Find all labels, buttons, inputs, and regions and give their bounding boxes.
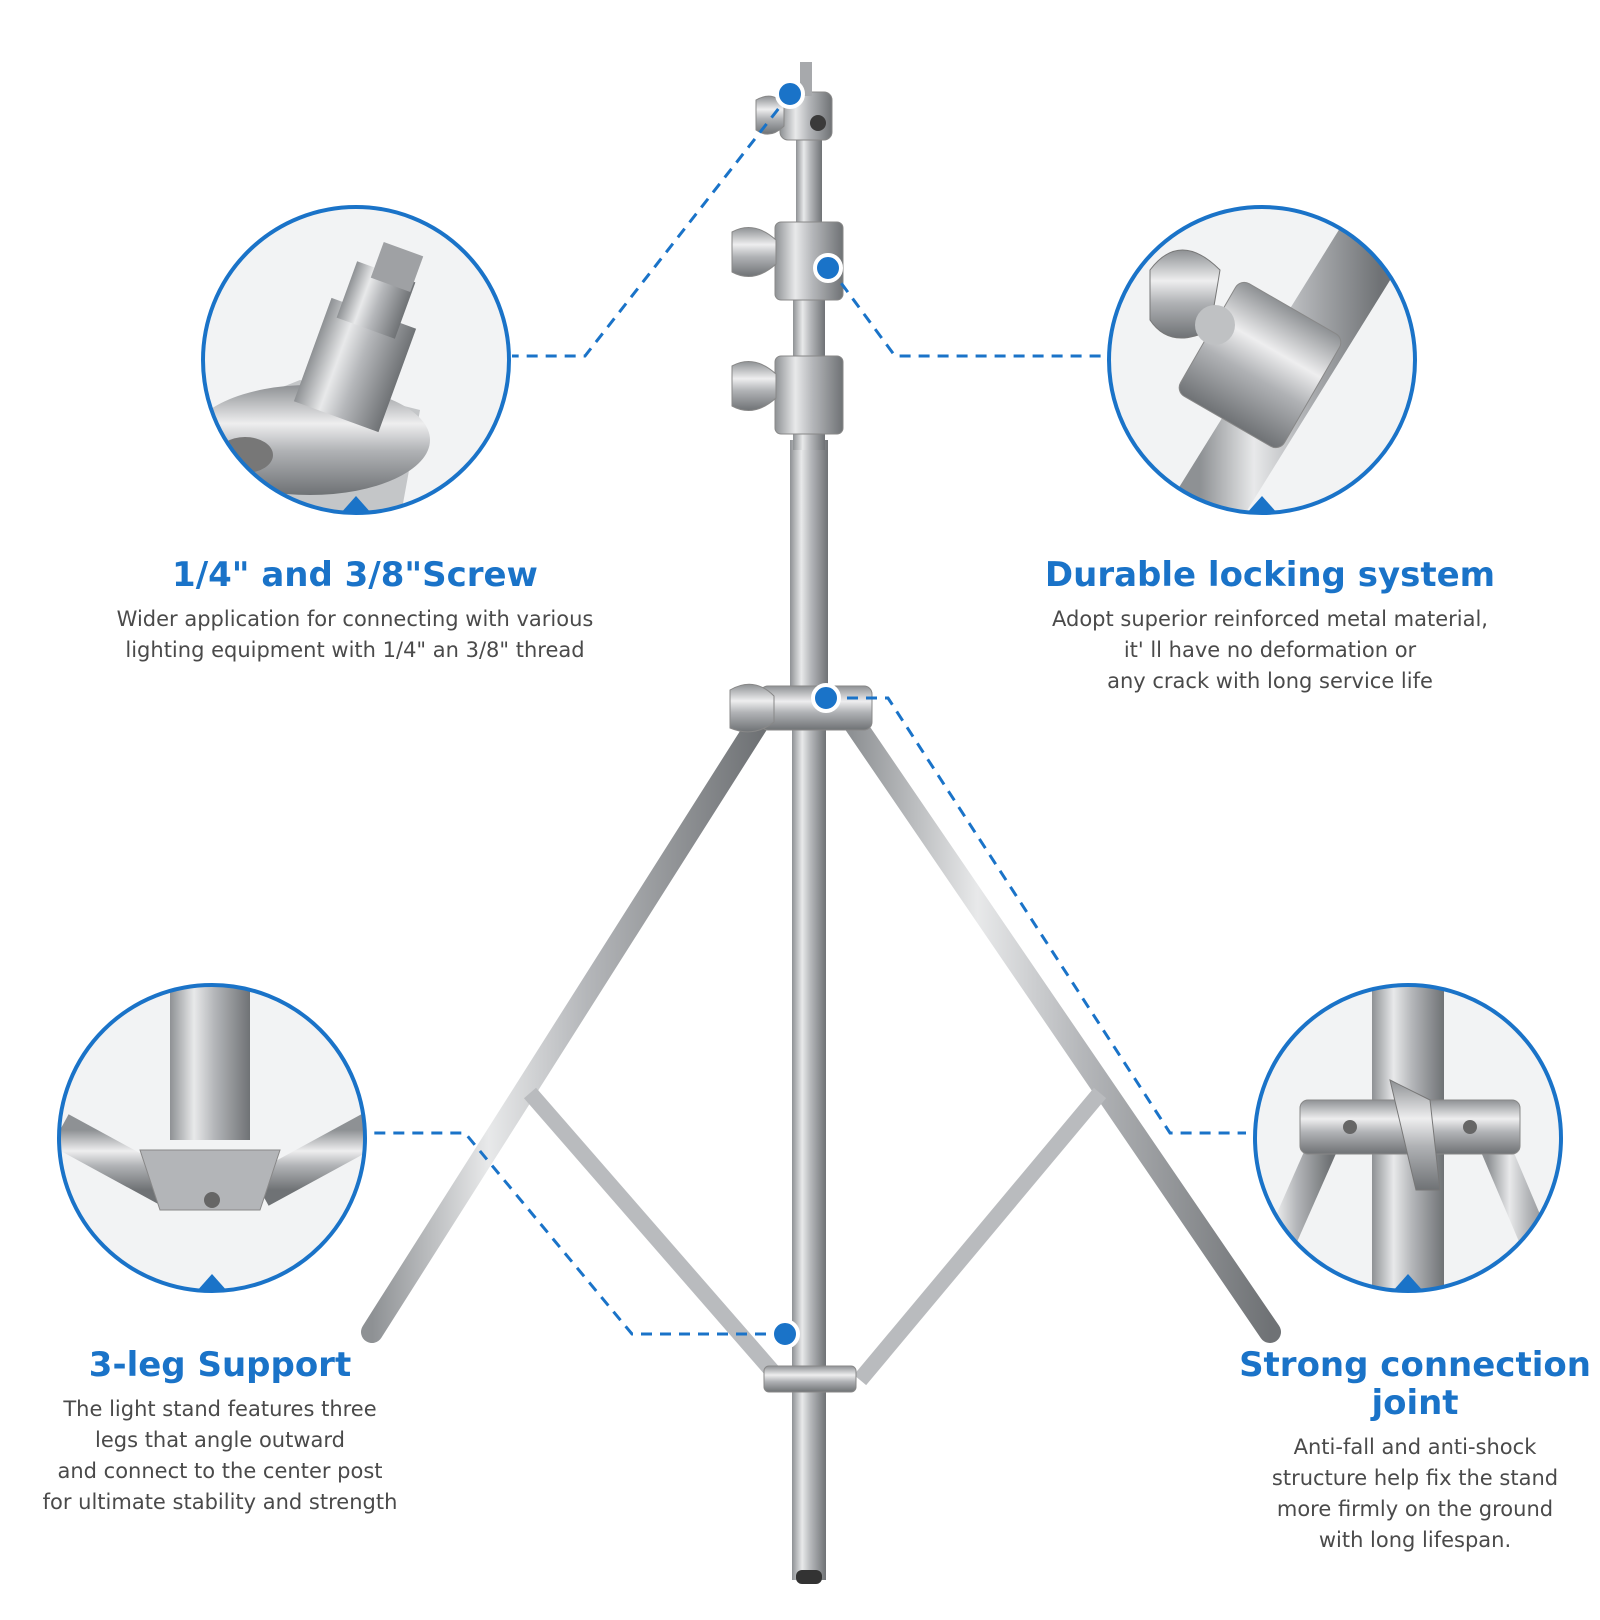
stand-brace-right <box>853 1087 1107 1386</box>
connector-leg <box>370 1131 785 1336</box>
stand-leg-right <box>841 709 1281 1343</box>
feature-description: Anti-fall and anti-shock structure help … <box>1271 1435 1559 1552</box>
stand-hub-knob <box>729 683 775 733</box>
connector-lock <box>828 267 1102 358</box>
stand-brace-left <box>523 1087 787 1386</box>
stand-knob-top <box>755 95 785 135</box>
hotspot-leg <box>770 1319 800 1349</box>
pointer-screw <box>340 496 372 514</box>
stand-center-post <box>792 700 826 1580</box>
hotspot-dots <box>770 79 843 1349</box>
pointer-leg <box>196 1274 228 1292</box>
feature-lock: Durable locking system Adopt superior re… <box>1010 556 1530 697</box>
detail-circle-lock <box>1107 205 1417 515</box>
feature-title: 1/4" and 3/8"Screw <box>172 555 538 595</box>
feature-title: Strong connection joint <box>1239 1345 1591 1423</box>
detail-circle-screw <box>201 205 511 515</box>
pointer-lock <box>1246 496 1278 514</box>
hotspot-lock <box>813 253 843 283</box>
stand-knob-1 <box>731 227 777 277</box>
callout-connectors <box>370 93 1246 1336</box>
connector-joint <box>828 696 1246 1135</box>
feature-title: Durable locking system <box>1044 555 1496 595</box>
stand-leg-left <box>361 709 771 1343</box>
detail-circle-joint <box>1253 983 1563 1293</box>
connector-screw <box>512 93 792 358</box>
detail-circle-leg <box>57 983 367 1293</box>
hotspot-joint <box>811 683 841 713</box>
feature-description: The light stand features three legs that… <box>42 1397 398 1514</box>
feature-leg: 3-leg Support The light stand features t… <box>10 1346 430 1518</box>
hotspot-screw <box>775 79 805 109</box>
feature-description: Adopt superior reinforced metal material… <box>1052 607 1488 693</box>
feature-joint: Strong connection joint Anti-fall and an… <box>1230 1346 1600 1556</box>
stand-column-lower <box>790 440 828 710</box>
pointer-joint <box>1392 1274 1424 1292</box>
stand-collar-2 <box>774 355 844 435</box>
feature-description: Wider application for connecting with va… <box>116 607 594 662</box>
light-stand <box>361 62 1281 1584</box>
stand-brace-hub <box>763 1365 857 1393</box>
stand-knob-2 <box>731 361 777 411</box>
feature-title: 3-leg Support <box>88 1345 352 1385</box>
feature-screw: 1/4" and 3/8"Screw Wider application for… <box>60 556 650 666</box>
